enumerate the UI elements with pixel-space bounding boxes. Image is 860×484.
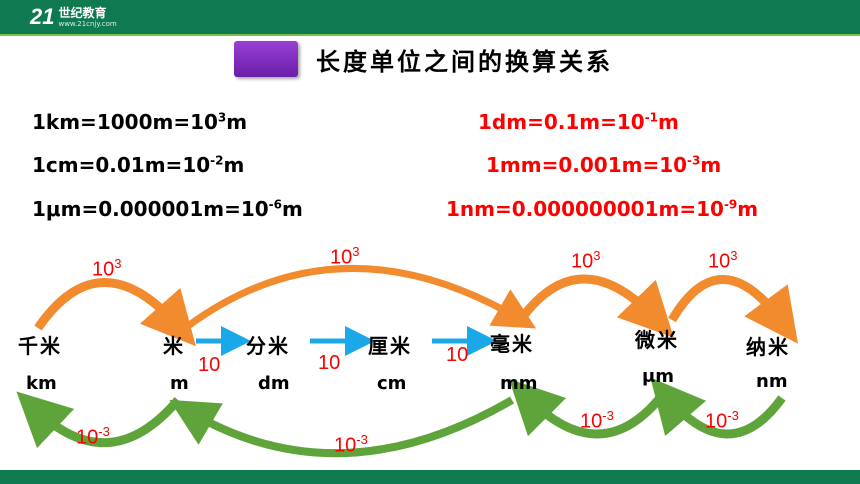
arc-m-to-mm [185,265,537,329]
factor-up-mm-um: 103 [571,248,600,274]
unit-mm-sym: mm [500,373,538,394]
factor-base: 10 [580,410,603,433]
factor-exp: 3 [352,244,360,259]
unit-m-sym: m [170,373,189,394]
unit-um-cn: 微米 [635,328,679,352]
factor-down-nm-um: 10-3 [705,408,739,434]
unit-km-sym: km [26,373,57,394]
unit-nm-sym: nm [756,371,788,392]
header-bar [0,0,860,34]
eq-base: 1nm=0.000000001m=10 [446,197,724,221]
factor-down-mm-m: 10-3 [334,432,368,458]
footer-bar [0,470,860,484]
eq-base: 1cm=0.01m=10 [32,153,211,177]
factor-exp: -3 [602,408,614,423]
eq-exp: -1 [644,110,659,125]
eq-exp: -9 [723,197,738,212]
factor-exp: -3 [727,408,739,423]
arc-mm-to-m [169,396,515,458]
slide-title: 长度单位之间的换算关系 [316,48,613,76]
factor-down-m-km: 10-3 [76,424,110,450]
factor-up-um-nm: 103 [708,248,737,274]
factor-step-m-dm: 10 [198,354,221,376]
unit-cm-cn: 厘米 [368,334,412,358]
unit-dm-cn: 分米 [246,334,290,358]
factor-exp: 3 [593,248,601,263]
factor-base: 10 [705,410,728,433]
unit-cm-sym: cm [377,373,407,394]
arc-mm-to-um [518,274,674,338]
eq-base: 1km=1000m=10 [32,110,218,134]
unit-m-cn: 米 [163,334,185,358]
factor-base: 10 [76,426,99,449]
factor-step-dm-cm: 10 [318,352,341,374]
factor-base: 10 [708,250,731,273]
logo-mark: 21 [30,4,55,29]
arc-km-to-m [34,278,196,347]
arc-m-to-km [16,391,182,449]
title-decoration-box [234,41,298,77]
factor-exp: -3 [356,432,368,447]
unit-nm-cn: 纳米 [746,335,790,359]
eq-tail: m [226,110,248,134]
eq-exp: -6 [268,197,283,212]
factor-exp: -3 [98,424,110,439]
factor-step-cm-mm: 10 [446,344,469,366]
factor-base: 10 [330,246,353,269]
equation-um: 1μm=0.000001m=10-6m [32,197,303,221]
arc-um-to-mm [508,378,664,439]
eq-exp: 3 [217,110,227,125]
factor-up-km-m: 103 [92,256,121,282]
equation-mm: 1mm=0.001m=10-3m [486,153,721,177]
arc-nm-to-um [650,377,786,439]
logo-url: www.21cnjy.com [58,19,117,28]
factor-base: 10 [92,258,115,281]
factor-base: 10 [334,434,357,457]
equation-nm: 1nm=0.000000001m=10-9m [446,197,758,221]
arc-um-to-nm [668,275,799,344]
eq-tail: m [700,153,722,177]
unit-km-cn: 千米 [18,334,62,358]
unit-um-sym: μm [642,366,675,387]
factor-up-m-mm: 103 [330,244,359,270]
equation-cm: 1cm=0.01m=10-2m [32,153,244,177]
eq-tail: m [658,110,679,134]
eq-exp: -2 [210,153,224,168]
eq-tail: m [282,197,303,221]
eq-base: 1dm=0.1m=10 [478,110,645,134]
factor-down-um-mm: 10-3 [580,408,614,434]
equation-km: 1km=1000m=103m [32,110,247,134]
factor-base: 10 [571,250,594,273]
factor-exp: 3 [114,256,122,271]
eq-exp: -3 [687,153,701,168]
eq-tail: m [737,197,759,221]
eq-base: 1μm=0.000001m=10 [32,197,269,221]
eq-base: 1mm=0.001m=10 [486,153,688,177]
unit-dm-sym: dm [258,373,290,394]
factor-exp: 3 [730,248,738,263]
logo-name: 世纪教育 [58,5,107,20]
unit-mm-cn: 毫米 [490,332,534,356]
header-accent-line [0,34,860,36]
eq-tail: m [223,153,245,177]
equation-dm: 1dm=0.1m=10-1m [478,110,679,134]
